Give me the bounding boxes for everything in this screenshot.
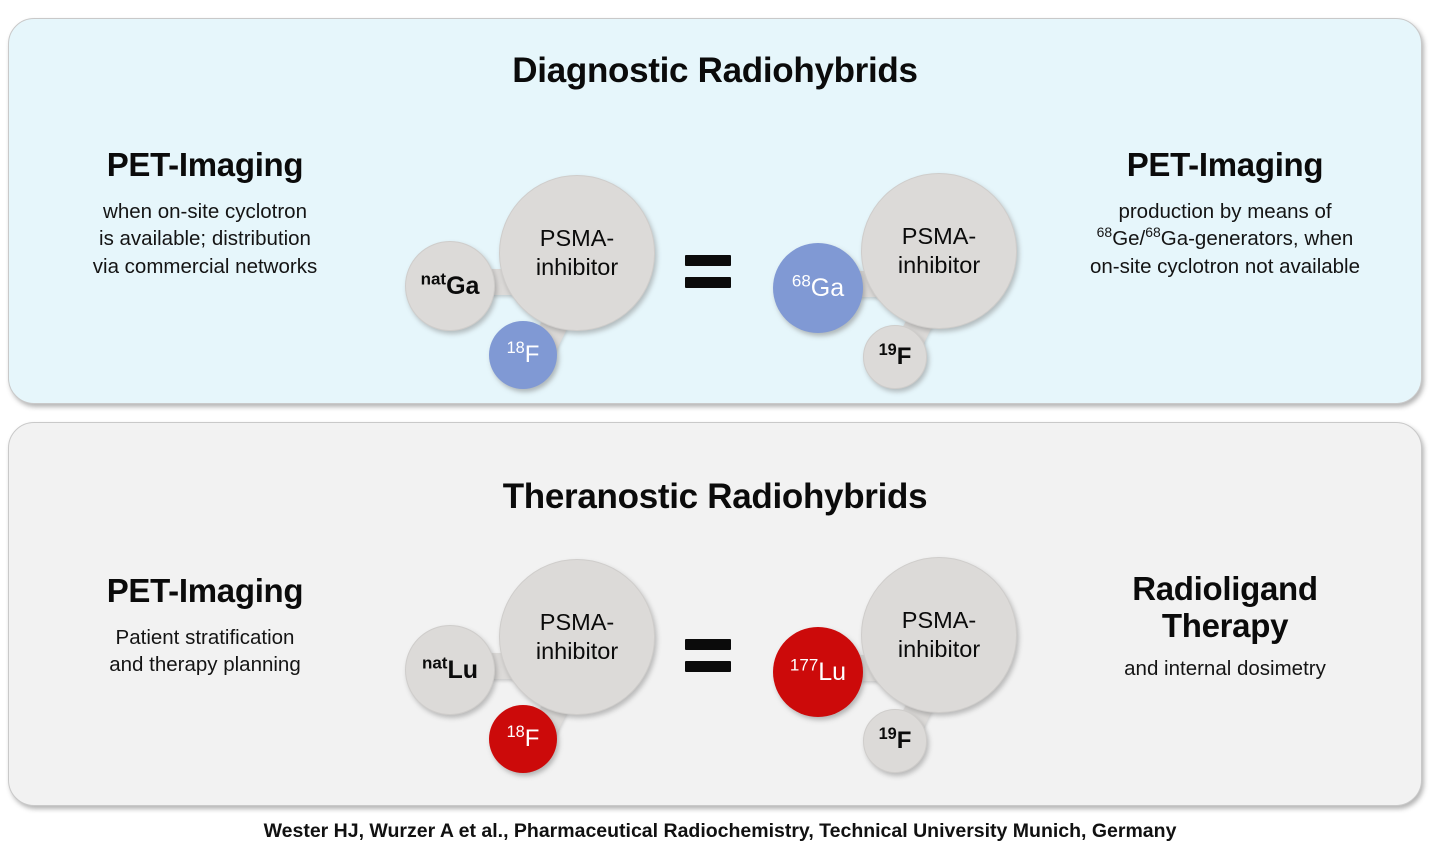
figure-citation: Wester HJ, Wurzer A et al., Pharmaceutic… (263, 820, 1177, 842)
heading-line: Therapy (1161, 606, 1289, 644)
panel-theranostic-radiohybrids: Theranostic Radiohybrids PET-Imaging Pat… (8, 422, 1422, 806)
molecule-diagnostic-cold: natGa PSMA-inhibitor 18F (391, 159, 691, 409)
theranostic-left-column: PET-Imaging Patient stratification and t… (31, 572, 379, 679)
node-nat-lu: natLu (405, 625, 495, 715)
body-line: and internal dosimetry (1124, 656, 1326, 680)
body-line: production by means of (1118, 199, 1332, 223)
node-f18: 18F (489, 321, 557, 389)
panel-title-diagnostic: Diagnostic Radiohybrids (512, 51, 918, 90)
theranostic-left-body: Patient stratification and therapy plann… (31, 624, 379, 679)
diagnostic-left-heading: PET-Imaging (106, 146, 304, 183)
theranostic-right-body: and internal dosimetry (1051, 655, 1399, 682)
node-psma-inhibitor: PSMA-inhibitor (861, 557, 1017, 713)
molecule-theranostic-hot: 177Lu PSMA-inhibitor 19F (761, 543, 1061, 793)
diagnostic-right-column: PET-Imaging production by means of 68Ge/… (1051, 146, 1399, 280)
node-psma-inhibitor: PSMA-inhibitor (499, 175, 655, 331)
diagnostic-left-body: when on-site cyclotron is available; dis… (31, 198, 379, 280)
heading-line: Radioligand (1132, 570, 1318, 607)
node-nat-ga: natGa (405, 241, 495, 331)
equals-sign-diagnostic (685, 255, 731, 288)
body-line-isotope-generators: 68Ge/68Ga-generators, when (1096, 224, 1354, 251)
diagnostic-right-body: production by means of 68Ge/68Ga-generat… (1051, 198, 1399, 280)
diagnostic-left-column: PET-Imaging when on-site cyclotron is av… (31, 146, 379, 280)
node-f18: 18F (489, 705, 557, 773)
node-f19: 19F (863, 709, 927, 773)
node-lu177: 177Lu (773, 627, 863, 717)
body-line: on-site cyclotron not available (1089, 254, 1361, 278)
equals-sign-theranostic (685, 639, 731, 672)
panel-diagnostic-radiohybrids: Diagnostic Radiohybrids PET-Imaging when… (8, 18, 1422, 404)
molecule-theranostic-cold: natLu PSMA-inhibitor 18F (391, 543, 691, 793)
body-line: and therapy planning (109, 653, 301, 677)
body-line: when on-site cyclotron (103, 199, 307, 223)
body-line: is available; distribution (99, 227, 311, 251)
theranostic-right-column: Radioligand Therapy and internal dosimet… (1051, 570, 1399, 682)
diagnostic-right-heading: PET-Imaging (1126, 146, 1324, 183)
panel-title-theranostic: Theranostic Radiohybrids (502, 477, 928, 516)
theranostic-left-heading: PET-Imaging (106, 572, 304, 609)
node-psma-inhibitor: PSMA-inhibitor (499, 559, 655, 715)
body-line: Patient stratification (115, 625, 295, 649)
body-line: via commercial networks (92, 254, 318, 278)
node-psma-inhibitor: PSMA-inhibitor (861, 173, 1017, 329)
molecule-diagnostic-hot: 68Ga PSMA-inhibitor 19F (761, 159, 1061, 409)
node-f19: 19F (863, 325, 927, 389)
theranostic-right-heading: Radioligand Therapy (1051, 570, 1399, 645)
node-ga68: 68Ga (773, 243, 863, 333)
